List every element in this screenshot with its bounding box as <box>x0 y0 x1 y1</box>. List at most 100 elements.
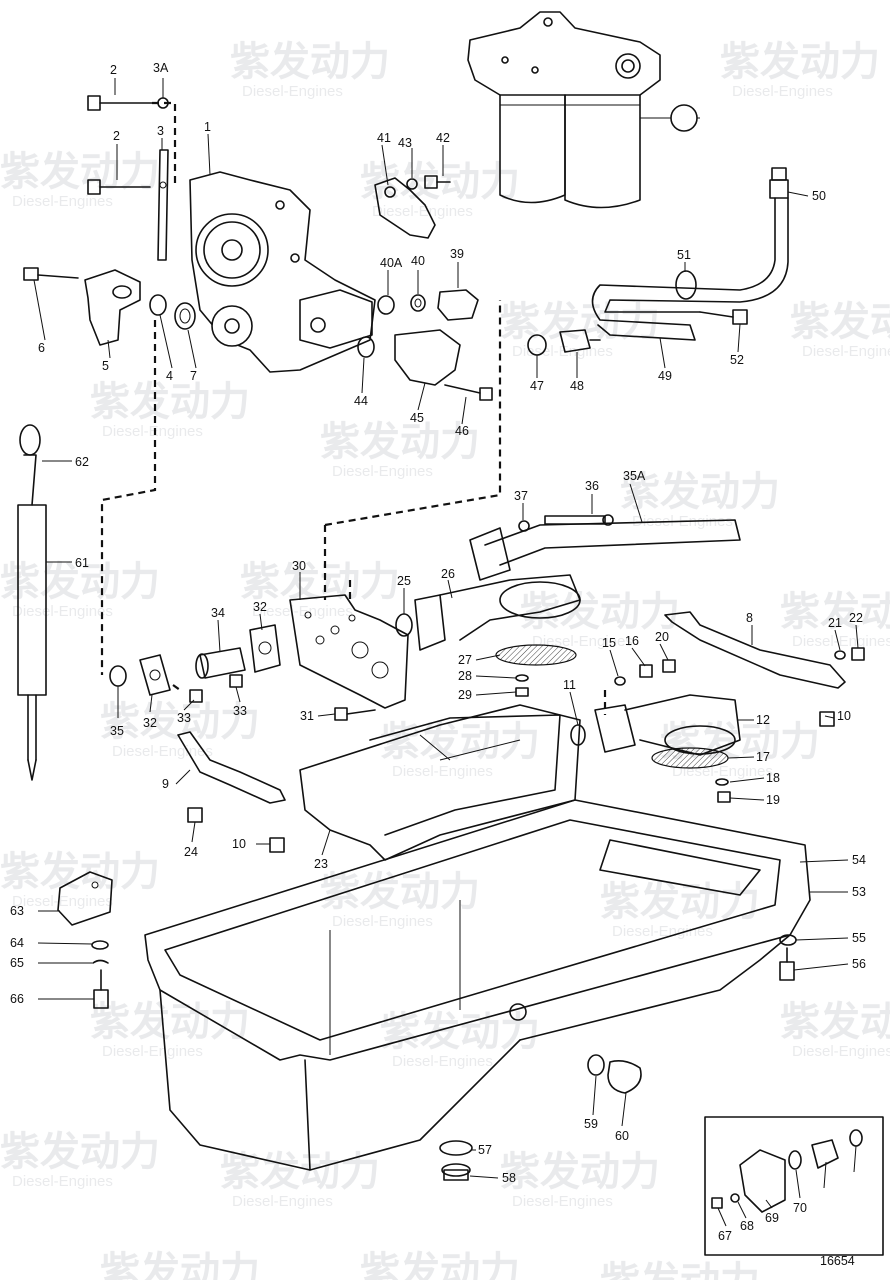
callout-52: 55 <box>852 931 866 945</box>
callout-32: 34 <box>211 606 225 620</box>
callout-3: 3 <box>157 124 164 138</box>
callout-labels: 2 3A 2 3 1 41 43 42 50 51 6 5 4 7 40A 40… <box>10 61 866 1268</box>
watermark-brand-en: Diesel-Engines <box>532 633 633 650</box>
watermark-brand-en: Diesel-Engines <box>392 1053 493 1070</box>
suction-pipe <box>469 514 741 581</box>
callout-7: 6 <box>38 341 45 355</box>
watermark-brand-cn: 紫发动力 <box>90 1000 250 1044</box>
oil-filter-housing <box>467 11 661 209</box>
callout-10: 10 <box>837 709 851 723</box>
callout-57: 60 <box>615 1129 629 1143</box>
callout-25: 27 <box>458 653 472 667</box>
watermark-brand-en: Diesel-Engines <box>12 893 113 910</box>
watermark-brand-cn: 紫发动力 <box>0 560 160 604</box>
callout-18: 20 <box>655 630 669 644</box>
dipstick <box>17 424 47 781</box>
callout-2: 2 <box>113 129 120 143</box>
callout-67: 70 <box>793 1201 807 1215</box>
watermark-brand-en: Diesel-Engines <box>102 423 203 440</box>
watermark-brand-en: Diesel-Engines <box>232 1193 333 1210</box>
watermark-brand-cn: 紫发动力 <box>320 420 480 464</box>
callout-62: 65 <box>10 956 24 970</box>
watermark-brand-cn: 紫发动力 <box>380 720 540 764</box>
callout-66: 69 <box>765 1211 779 1225</box>
watermark-brand-en: Diesel-Engines <box>12 193 113 210</box>
callout-56: 59 <box>584 1117 598 1131</box>
inset-detail-box <box>704 1116 884 1256</box>
callout-39: 41 <box>377 131 391 145</box>
callout-61: 64 <box>10 936 24 950</box>
callout-47: 50 <box>812 189 826 203</box>
callout-13: 15 <box>602 636 616 650</box>
callout-24: 26 <box>441 567 455 581</box>
watermark-brand-cn: 紫发动力 <box>0 850 160 894</box>
callout-29: 31 <box>300 709 314 723</box>
watermark-brand-en: Diesel-Engines <box>612 923 713 940</box>
spacer-group <box>109 624 281 703</box>
callout-44: 47 <box>530 379 544 393</box>
watermark-brand-en: Diesel-Engines <box>792 633 890 650</box>
watermark-brand-en: Diesel-Engines <box>512 343 613 360</box>
callout-16: 18 <box>766 771 780 785</box>
callout-41: 44 <box>354 394 368 408</box>
watermark-brand-cn: 紫发动力 <box>0 1130 160 1174</box>
suction-elbow <box>23 267 196 346</box>
watermark-brand-en: Diesel-Engines <box>112 743 213 760</box>
callout-5: 4 <box>166 369 173 383</box>
watermark-brand-cn: 紫发动力 <box>790 300 890 344</box>
watermark-brand-cn: 紫发动力 <box>100 1250 260 1280</box>
callout-38: 40A <box>380 256 403 270</box>
callout-54: 57 <box>478 1143 492 1157</box>
strainer-pipe <box>395 574 581 697</box>
drain-plugs <box>439 934 797 1181</box>
oil-pan <box>144 799 811 1171</box>
callout-26: 28 <box>458 669 472 683</box>
callout-65: 68 <box>740 1219 754 1233</box>
callout-30: 32 <box>253 600 267 614</box>
gasket-plate <box>289 594 409 721</box>
callout-23: 25 <box>397 574 411 588</box>
callout-35: 36 <box>585 479 599 493</box>
callout-9: 9 <box>162 777 169 791</box>
watermark-brand-cn: 紫发动力 <box>520 590 680 634</box>
callout-15: 17 <box>756 750 770 764</box>
callout-10: 10 <box>232 837 246 851</box>
callout-36: 39 <box>450 247 464 261</box>
drawing-number: 16654 <box>820 1254 855 1268</box>
callout-17: 19 <box>766 793 780 807</box>
callout-49: 52 <box>730 353 744 367</box>
callout-40: 42 <box>436 131 450 145</box>
callout-22: 24 <box>184 845 198 859</box>
watermark-brand-cn: 紫发动力 <box>360 1250 520 1280</box>
oil-pump-assembly <box>189 171 376 373</box>
callout-50: 53 <box>852 885 866 899</box>
baffle-plate <box>299 704 581 861</box>
callout-31: 33 <box>233 704 247 718</box>
pickup-assembly <box>570 647 865 803</box>
watermark-brand-cn: 紫发动力 <box>720 40 880 84</box>
watermark-brand-en: Diesel-Engines <box>12 603 113 620</box>
callout-34: 35A <box>623 469 646 483</box>
callout-12: 12 <box>756 713 770 727</box>
watermark-brand-cn: 紫发动力 <box>780 1000 890 1044</box>
callout-11: 11 <box>563 678 576 692</box>
watermark-brand-en: Diesel-Engines <box>332 463 433 480</box>
watermark-brand-cn: 紫发动力 <box>90 380 250 424</box>
watermark-brand-en: Diesel-Engines <box>242 83 343 100</box>
watermark-brand-cn: 紫发动力 <box>380 1010 540 1054</box>
watermark-brand-cn: 紫发动力 <box>220 1150 380 1194</box>
watermark-brand-en: Diesel-Engines <box>252 603 353 620</box>
callout-8: 8 <box>746 611 753 625</box>
watermark-layer: 紫发动力Diesel-Engines紫发动力Diesel-Engines紫发动力… <box>0 40 890 1280</box>
callout-27: 29 <box>458 688 472 702</box>
callout-60: 63 <box>10 904 24 918</box>
callout-37: 40 <box>411 254 425 268</box>
callout-20: 22 <box>849 611 863 625</box>
watermark-brand-en: Diesel-Engines <box>792 1043 890 1060</box>
callout-14: 16 <box>625 634 639 648</box>
bolts-and-bracket <box>87 95 169 261</box>
callout-46: 49 <box>658 369 672 383</box>
watermark-brand-en: Diesel-Engines <box>392 763 493 780</box>
watermark-brand-cn: 紫发动力 <box>500 1150 660 1194</box>
